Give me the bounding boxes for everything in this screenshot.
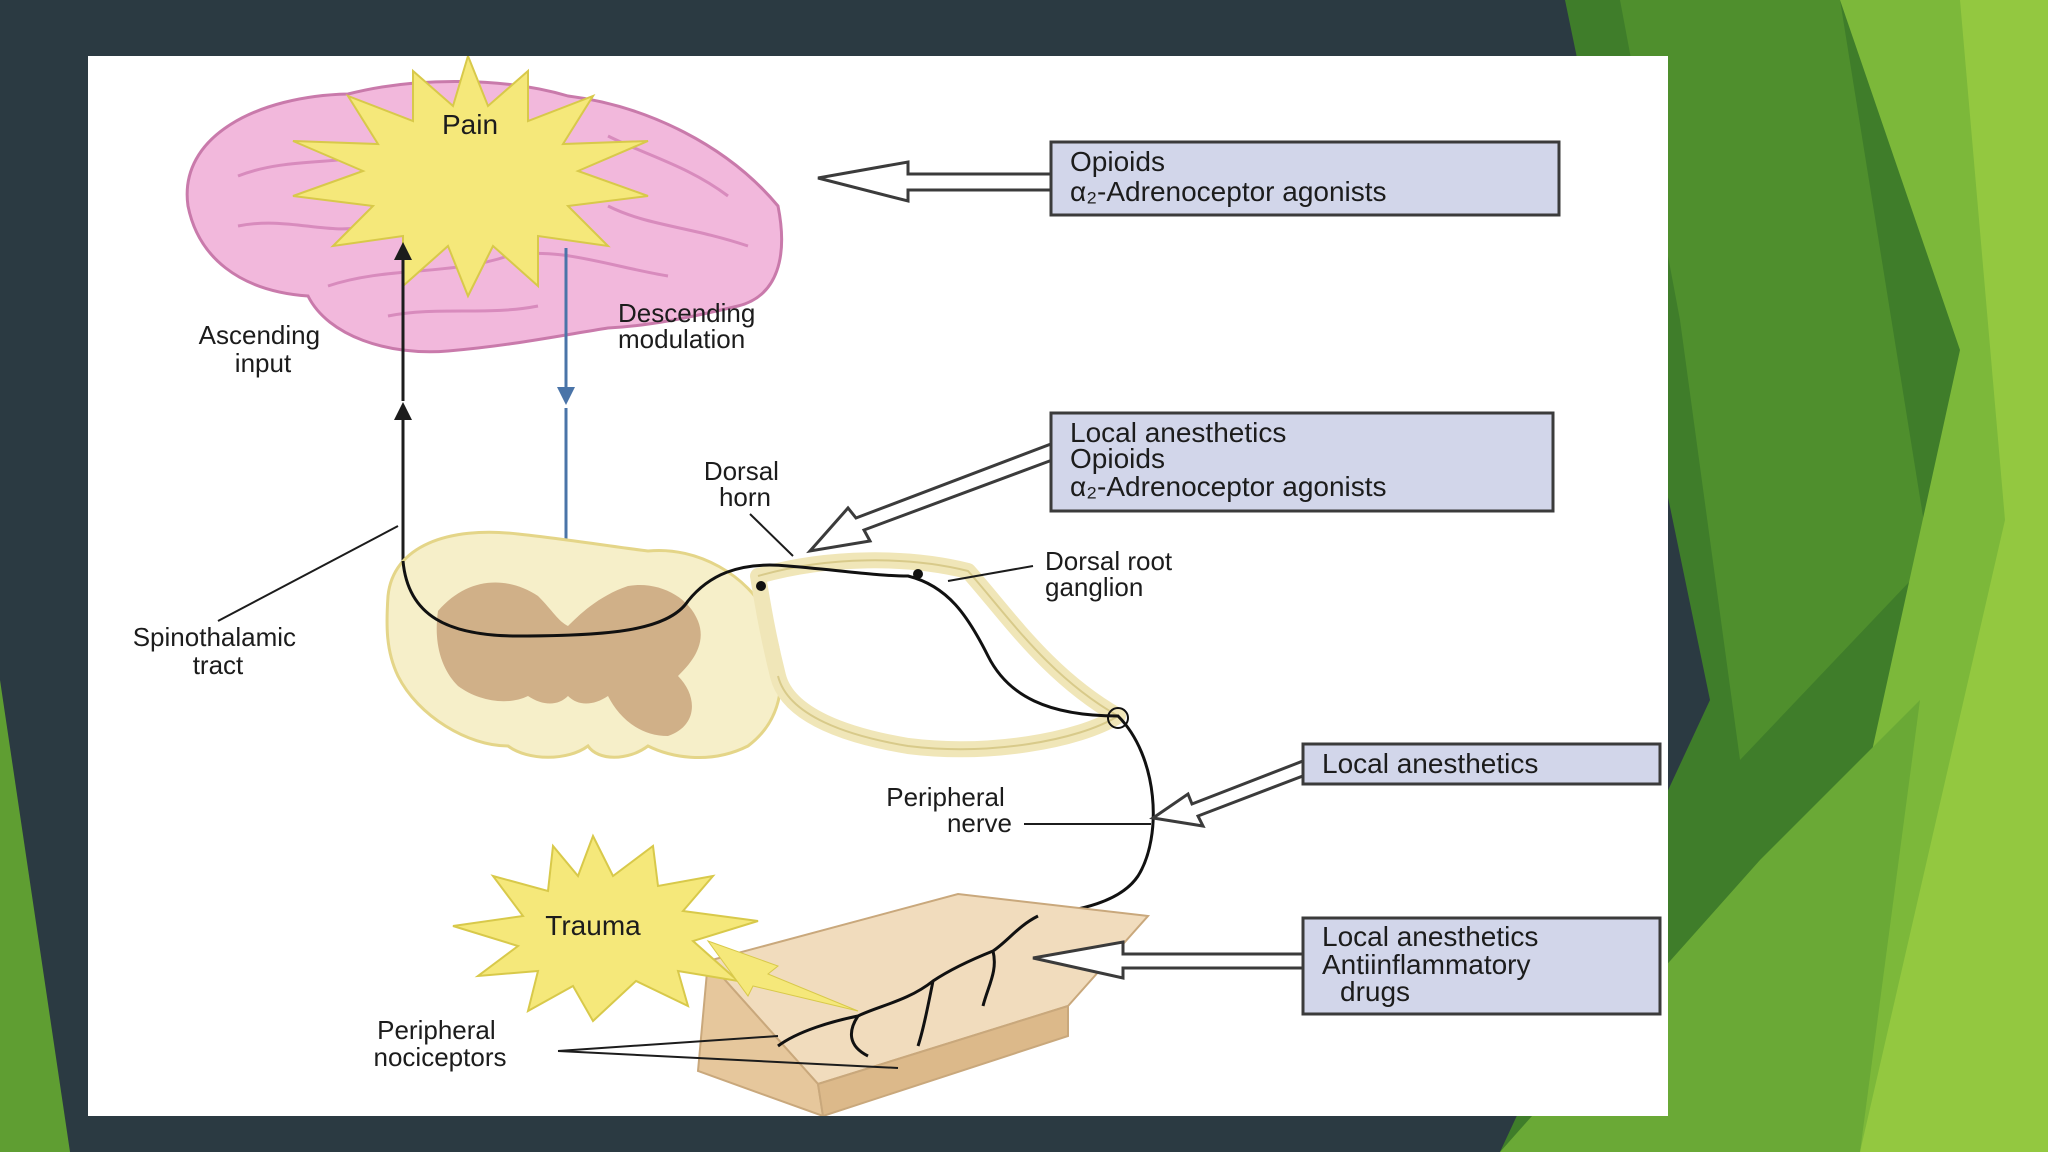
dorsal-horn-label: Dorsal horn [704,456,786,512]
skin-block [696,892,1151,1116]
drug-box-nociceptors: Local anesthetics Antiinflammatory drugs [1032,916,1662,1016]
synapse-dot [756,581,766,591]
drug-box-nociceptors-text: Local anesthetics Antiinflammatory drugs [1322,921,1546,1007]
pain-burst: Pain [292,56,649,299]
dorsal-horn-leader [749,513,794,557]
green-facet-left [0,680,70,1152]
drug-box-nerve: Local anesthetics [1149,742,1662,828]
peripheral-nociceptors-label: Peripheral nociceptors [374,1015,507,1072]
dorsal-root-ganglion-leader [947,565,1034,582]
drug-box-brain: Opioids α₂-Adrenoceptor agonists [817,140,1561,217]
pain-pathway-diagram: Pain Ascending input Descending modulati… [133,56,1662,1116]
spinothalamic-leader [217,525,399,622]
descending-modulation-label: Descending modulation [618,298,763,354]
drug-box-brain-text: Opioids α₂-Adrenoceptor agonists [1070,146,1387,207]
spinothalamic-tract-label: Spinothalamic tract [133,622,304,680]
peripheral-nerve-label: Peripheral nerve [886,782,1012,838]
dorsal-horn-drug-arrow [806,442,1057,554]
drug-box-dorsal-horn-text: Local anesthetics Opioids α₂-Adrenocepto… [1070,417,1387,502]
green-facet-bright [1860,0,2048,1152]
ganglion-dot [913,569,923,579]
figure-panel: Pain Ascending input Descending modulati… [88,56,1668,1116]
ganglion-cell [1107,707,1129,729]
trauma-burst: Trauma [452,833,859,1023]
spinal-cord [385,530,783,759]
green-facet-mid [1620,0,1930,760]
drug-box-nerve-text: Local anesthetics [1322,748,1538,779]
ascending-input-label: Ascending input [199,320,328,378]
drug-box-dorsal-horn: Local anesthetics Opioids α₂-Adrenocepto… [806,411,1555,554]
brain-drug-arrow [817,160,1053,203]
trauma-label: Trauma [545,910,641,941]
dorsal-root-ganglion-label: Dorsal root ganglion [1045,546,1179,602]
trauma-arrow [706,939,859,1012]
nociceptor-leader-1 [557,1035,779,1052]
nerve-drug-arrow [1149,759,1310,828]
pain-label: Pain [442,109,498,140]
nociceptor-leader-2 [557,1050,899,1069]
